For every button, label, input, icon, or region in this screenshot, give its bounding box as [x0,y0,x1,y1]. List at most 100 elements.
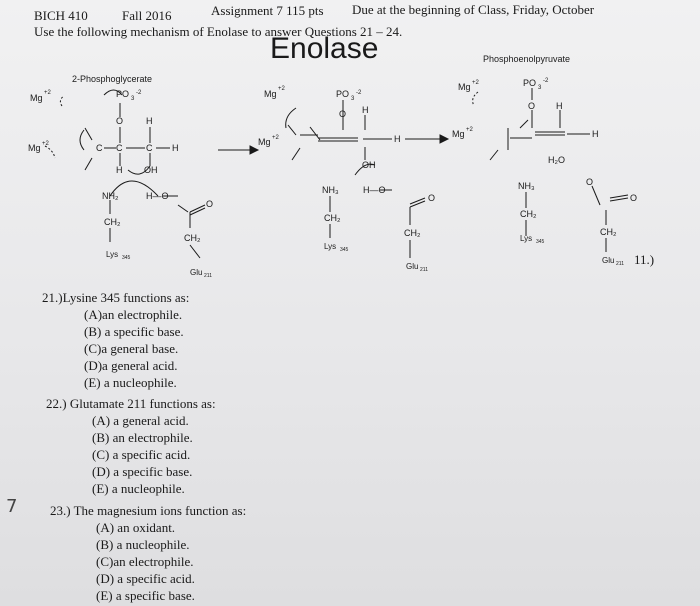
glu-label: Glu [190,268,202,277]
question-number: 21.) [42,290,63,305]
mg-charge-label: +2 [44,90,52,96]
po3-label: PO [523,78,536,88]
term: Fall 2016 [122,8,172,23]
figure-title: Enolase [270,32,379,65]
nh3-label: NH₃ [518,181,535,191]
due-note: Due at the beginning of Class, Friday, O… [352,2,595,17]
question-text: Glutamate 211 functions as: [69,396,216,411]
question-text: The magnesium ions function as: [73,503,247,518]
h-o-label: H—O [363,185,386,195]
po3-sub-label: 3 [351,96,355,102]
q22-option-a[interactable]: (A) a general acid. [92,413,189,428]
lys-sub-label: 345 [536,239,545,245]
oxygen-label: O [339,109,346,119]
mg-ion-label: Mg [30,93,43,103]
hydrogen-label: H [116,165,123,175]
glu-label: Glu [406,262,418,271]
grade-mark: 7 [6,496,18,517]
hydrogen-label: H [172,143,179,153]
hydrogen-label: H [362,105,369,115]
hydrogen-label: H [592,129,599,139]
q23-option-d[interactable]: (D) a specific acid. [96,571,195,586]
q23-option-b[interactable]: (B) a nucleophile. [96,537,190,552]
hydroxyl-label: OH [144,165,158,175]
course-code: BICH 410 [34,8,88,23]
ch2-label: CH₂ [324,213,341,223]
question-21: 21.)Lysine 345 functions as: [42,290,189,306]
mg-charge-label: +2 [466,127,474,133]
mg-ion-label: Mg [452,129,465,139]
nh3-label: NH₃ [322,185,339,195]
question-text: Lysine 345 functions as: [62,290,190,305]
hydrogen-label: H [394,134,401,144]
glu-sub-label: 211 [420,267,428,273]
po3-sub-label: 3 [131,96,135,102]
lys-label: Lys [520,234,532,243]
oxygen-label: O [428,193,435,203]
carbon-label: C [146,143,153,153]
q21-option-a[interactable]: (A)an electrophile. [84,307,183,322]
po3-label: PO [116,89,129,99]
lys-sub-label: 345 [340,247,349,253]
q21-option-d[interactable]: (D)a general acid. [84,358,178,373]
glu-sub-label: 211 [616,261,624,267]
ch2-label: CH₂ [520,209,537,219]
q21-option-c[interactable]: (C)a general base. [84,341,179,356]
question-number: 23.) [50,503,71,518]
oxygen-label: O [116,116,123,126]
q23-option-e[interactable]: (E) a specific base. [96,588,195,603]
mg-ion-label: Mg [258,137,271,147]
hydrogen-label: H [146,116,153,126]
mg-ion-label: Mg [28,143,41,153]
oxygen-label: O [206,199,213,209]
q21-option-e[interactable]: (E) a nucleophile. [84,375,177,390]
q22-option-e[interactable]: (E) a nucleophile. [92,481,185,496]
q22-option-c[interactable]: (C) a specific acid. [92,447,191,462]
q23-option-a[interactable]: (A) an oxidant. [96,520,176,535]
po3-charge-label: -2 [356,90,362,96]
hydroxyl-label: OH [362,160,376,170]
assignment-title: Assignment 7 115 pts [211,3,324,18]
mg-ion-label: Mg [264,89,277,99]
q22-option-b[interactable]: (B) an electrophile. [92,430,193,445]
ch2-label: CH₂ [184,233,201,243]
amine-label: NH₂ [102,191,119,201]
oxygen-label: O [528,101,535,111]
side-number: 11.) [634,252,655,267]
po3-charge-label: -2 [136,90,142,96]
question-22: 22.) Glutamate 211 functions as: [46,396,216,412]
mg-charge-label: +2 [272,135,280,141]
water-label: H₂O [548,155,565,165]
po3-charge-label: -2 [543,78,549,84]
mg-charge-label: +2 [278,86,286,92]
oxygen-label: O [630,193,637,203]
ch2-label: CH₂ [404,228,421,238]
glu-sub-label: 211 [204,273,212,279]
glu-label: Glu [602,256,614,265]
q23-option-c[interactable]: (C)an electrophile. [96,554,194,569]
q21-option-b[interactable]: (B) a specific base. [84,324,184,339]
lys-label: Lys [106,250,118,259]
carbon-label: C [116,143,123,153]
carbon-label: C [96,143,103,153]
question-23: 23.) The magnesium ions function as: [50,503,246,519]
lys-sub-label: 345 [122,255,131,261]
question-number: 22.) [46,396,67,411]
instructions: Use the following mechanism of Enolase t… [34,24,403,39]
q22-option-d[interactable]: (D) a specific base. [92,464,193,479]
lys-label: Lys [324,242,336,251]
substrate-label: 2-Phosphoglycerate [72,74,153,84]
mg-charge-label: +2 [42,141,50,147]
h-o-label: H—O [146,191,169,201]
ch2-label: CH₂ [600,227,617,237]
product-label: Phosphoenolpyruvate [483,54,571,64]
po3-sub-label: 3 [538,85,542,91]
po3-label: PO [336,89,349,99]
ch2-label: CH₂ [104,217,121,227]
hydrogen-label: H [556,101,563,111]
mg-charge-label: +2 [472,80,480,86]
oxygen-label: O [586,177,593,187]
mg-ion-label: Mg [458,82,471,92]
enolase-mechanism-diagram: Mg +2 PO 3 -2 O H Mg +2 C C C H H OH NH₂… [28,78,637,279]
